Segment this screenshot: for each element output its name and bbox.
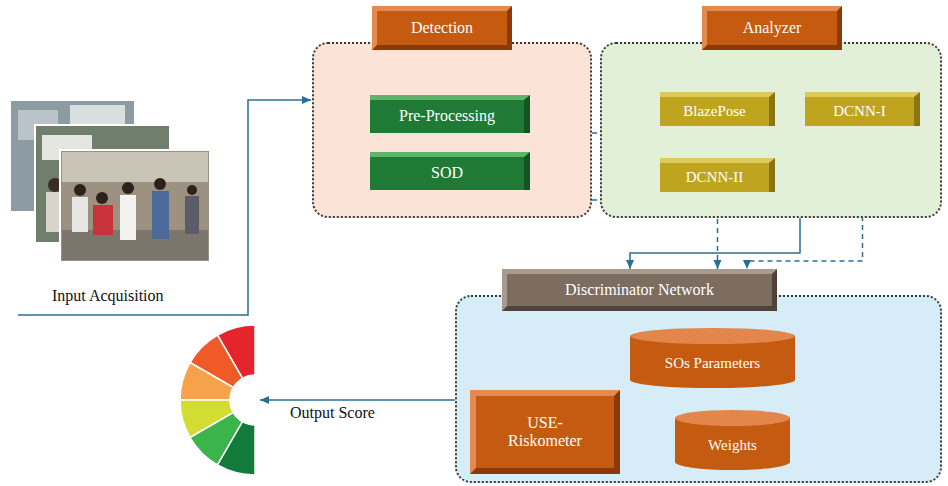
photo-person — [120, 195, 136, 240]
model-box: BlazePose — [660, 92, 775, 126]
gauge-segment — [180, 363, 233, 401]
input-photos — [10, 100, 210, 262]
photo-detail — [62, 152, 208, 182]
node-label: DCNN-I — [833, 103, 886, 120]
region-header: Discriminator Network — [502, 269, 777, 311]
node-label: SOD — [431, 164, 463, 182]
node-label: Pre-Processing — [399, 107, 495, 125]
risk-gauge — [180, 325, 255, 475]
riskometer-box: USE-Riskometer — [470, 390, 620, 474]
model-box: DCNN-I — [805, 92, 920, 126]
model-box: DCNN-II — [660, 158, 775, 192]
input-label: Input Acquisition — [52, 287, 164, 305]
data-cylinder: Weights — [675, 410, 790, 470]
process-box: SOD — [370, 152, 530, 190]
input-line — [18, 100, 311, 315]
photo-person — [96, 192, 108, 204]
photo-detail — [70, 105, 125, 127]
photo-person — [154, 178, 166, 190]
photo-front — [60, 150, 210, 262]
discriminator-region: Discriminator NetworkSOs ParametersUSE-R… — [455, 295, 942, 483]
output-line — [260, 399, 455, 401]
region-header: Analyzer — [702, 6, 842, 50]
analyzer-region: AnalyzerBlazePoseDCNN-IDCNN-II — [600, 42, 942, 218]
photo-person — [122, 182, 134, 194]
node-label: Discriminator Network — [565, 281, 714, 299]
photo-person — [72, 197, 88, 232]
node-label: USE-Riskometer — [497, 414, 593, 451]
node-label: DCNN-II — [686, 169, 744, 186]
flow-arrow — [630, 218, 800, 269]
node-label: Detection — [411, 19, 473, 37]
data-cylinder: SOs Parameters — [630, 328, 795, 388]
detection-region: DetectionPre-ProcessingSOD — [312, 42, 592, 218]
node-label: Weights — [708, 437, 757, 454]
photo-person — [187, 185, 197, 195]
photo-person — [185, 196, 199, 234]
photo-person — [93, 205, 113, 235]
region-header: Detection — [372, 6, 512, 50]
output-label: Output Score — [290, 404, 375, 422]
gauge-segment — [218, 422, 256, 475]
photo-person — [74, 184, 86, 196]
node-label: BlazePose — [683, 103, 745, 120]
process-box: Pre-Processing — [370, 95, 530, 133]
node-label: SOs Parameters — [665, 355, 760, 372]
cylinder-top — [630, 328, 795, 344]
photo-person — [152, 191, 169, 239]
node-label: Analyzer — [743, 19, 802, 37]
cylinder-top — [675, 410, 790, 426]
